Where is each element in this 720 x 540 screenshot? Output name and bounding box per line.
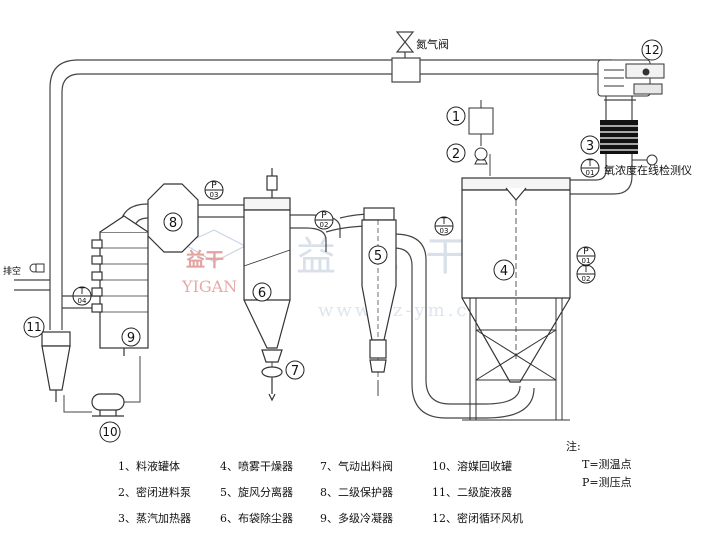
svg-text:7: 7 — [291, 364, 299, 379]
notes-temperature: T=测温点 — [582, 458, 632, 471]
gauge-t03: T 03 — [434, 216, 454, 236]
watermark-brand-en: YIGAN — [181, 277, 237, 296]
callout-11: 11 — [23, 316, 45, 338]
nitrogen-valve-label: 氮气阀 — [416, 37, 449, 51]
svg-text:T: T — [586, 159, 593, 169]
legend-item: 8、二级保护器 — [320, 485, 393, 499]
svg-text:02: 02 — [320, 221, 329, 229]
oxygen-detector-label: 氧浓度在线检测仪 — [604, 163, 692, 177]
svg-text:12: 12 — [644, 43, 659, 57]
callout-12: 12 — [641, 39, 663, 61]
gauge-t02: T 02 — [576, 264, 596, 284]
gauge-p03: P 03 — [204, 180, 224, 200]
svg-text:6: 6 — [258, 286, 266, 301]
spray-dryer-4 — [461, 177, 571, 421]
callouts: 1 2 3 4 5 6 7 8 — [23, 39, 663, 443]
svg-text:11: 11 — [26, 320, 41, 334]
multi-stage-condenser-9 — [91, 215, 149, 356]
gauges: P 03 P 02 T 03 T 01 P 01 — [72, 158, 600, 306]
callout-4: 4 — [493, 259, 515, 281]
legend-item: 2、密闭进料泵 — [118, 485, 191, 499]
legend-item: 12、密闭循环风机 — [432, 511, 523, 525]
solvent-recovery-tank-10 — [91, 393, 125, 417]
steam-heater-3 — [600, 120, 638, 154]
callout-1: 1 — [446, 106, 466, 126]
gauge-p02: P 02 — [314, 210, 334, 230]
callout-8: 8 — [163, 212, 183, 232]
gauge-t01-top: T 01 — [580, 158, 600, 178]
notes: 注: T=测温点 P=测压点 — [566, 439, 632, 489]
cyclone-separator-5 — [361, 207, 397, 380]
circulation-fan-12 — [597, 59, 665, 97]
legend-item: 9、多级冷凝器 — [320, 511, 393, 525]
vent-label: 排空 — [3, 265, 21, 277]
callout-10: 10 — [99, 421, 121, 443]
legend-item: 10、溶媒回收罐 — [432, 459, 512, 473]
svg-text:3: 3 — [586, 139, 594, 154]
legend-item: 7、气动出料阀 — [320, 459, 393, 473]
callout-3: 3 — [580, 135, 600, 155]
feed-pump-2 — [474, 147, 488, 165]
notes-title: 注: — [566, 439, 581, 453]
gauge-t04: T 04 — [72, 286, 92, 306]
svg-text:5: 5 — [374, 249, 382, 264]
watermark-logo: 益干 YIGAN — [181, 229, 247, 296]
bag-filter-6 — [243, 168, 291, 402]
callout-6: 6 — [252, 282, 272, 302]
svg-text:04: 04 — [78, 297, 87, 305]
svg-text:9: 9 — [127, 331, 135, 346]
pipe-network — [14, 31, 636, 419]
svg-text:T: T — [440, 217, 447, 227]
secondary-liquid-cyclone-11 — [41, 331, 71, 402]
svg-text:03: 03 — [210, 191, 219, 199]
svg-text:4: 4 — [500, 264, 508, 279]
callout-5: 5 — [368, 245, 388, 265]
vent-valve — [29, 263, 45, 273]
oxygen-detector — [632, 154, 658, 166]
svg-text:01: 01 — [586, 169, 595, 177]
legend: 1、料液罐体 4、喷雾干燥器 7、气动出料阀 10、溶媒回收罐 2、密闭进料泵 … — [118, 459, 523, 525]
watermark-brand-cn: 益干 — [186, 248, 224, 271]
feed-tank-1 — [468, 100, 494, 146]
svg-text:T: T — [582, 265, 589, 275]
legend-item: 4、喷雾干燥器 — [220, 460, 293, 473]
legend-item: 3、蒸汽加热器 — [118, 511, 191, 525]
watermark-url: www.cz-ym.com — [318, 300, 503, 321]
svg-text:02: 02 — [582, 275, 591, 283]
callout-2: 2 — [446, 143, 466, 163]
callout-7: 7 — [285, 360, 305, 380]
legend-item: 5、旋风分离器 — [220, 485, 293, 499]
svg-text:8: 8 — [169, 216, 177, 231]
legend-item: 6、布袋除尘器 — [220, 511, 293, 525]
svg-text:03: 03 — [440, 227, 449, 235]
svg-text:P: P — [321, 211, 327, 221]
svg-text:T: T — [78, 287, 85, 297]
gauge-p01: P 01 — [576, 246, 596, 266]
svg-text:10: 10 — [102, 425, 117, 439]
legend-item: 1、料液罐体 — [118, 459, 180, 473]
callout-9: 9 — [121, 327, 141, 347]
legend-item: 11、二级旋液器 — [432, 485, 512, 499]
svg-text:1: 1 — [452, 110, 460, 125]
svg-text:2: 2 — [452, 147, 460, 162]
svg-text:01: 01 — [582, 257, 591, 265]
svg-text:P: P — [211, 181, 217, 191]
notes-pressure: P=测压点 — [582, 476, 632, 489]
svg-text:P: P — [583, 247, 589, 257]
